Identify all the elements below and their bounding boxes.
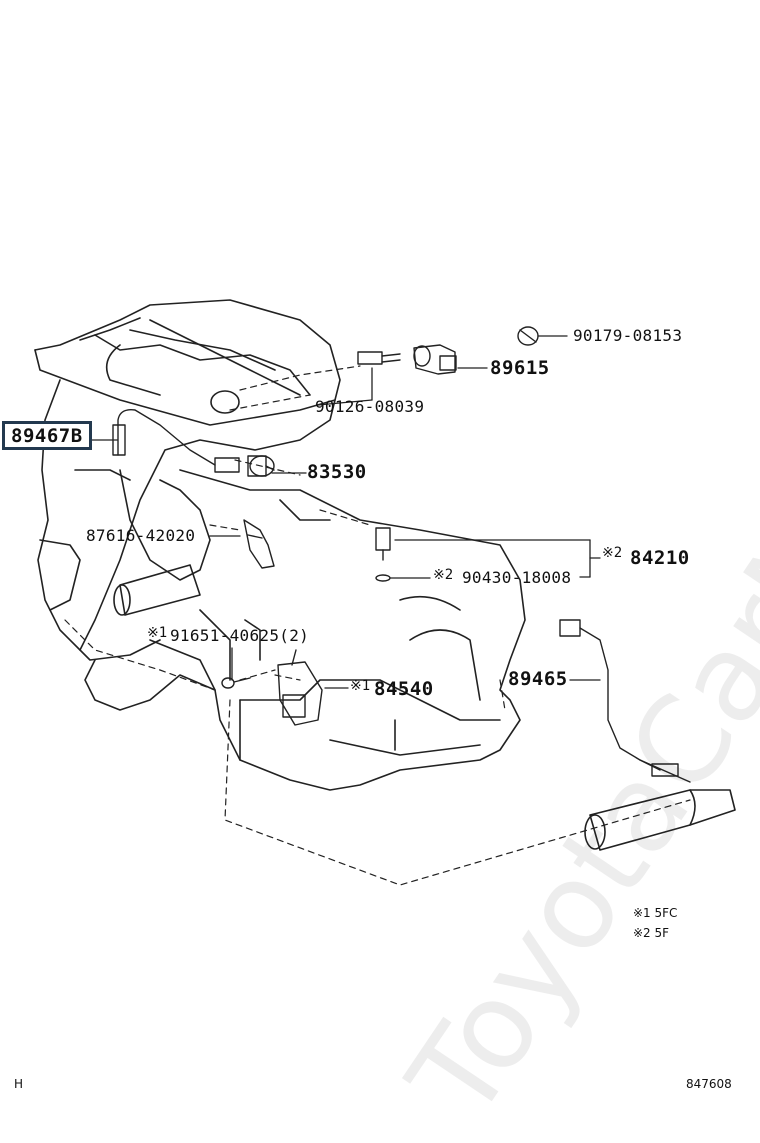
stud-bolt-icon: [357, 351, 401, 365]
bolt-91651-icon: [221, 677, 251, 689]
label-91651-40625[interactable]: 91651-40625(2): [170, 626, 310, 645]
o2-sensor-icon: [559, 619, 691, 783]
label-90126-08039[interactable]: 90126-08039: [315, 397, 425, 416]
label-84210[interactable]: 84210: [630, 547, 690, 569]
nut-90179-icon: [517, 326, 539, 346]
label-89465[interactable]: 89465: [508, 668, 568, 690]
footer-left-code: H: [14, 1077, 24, 1091]
knock-sensor-icon: [413, 344, 457, 375]
label-90179-08153[interactable]: 90179-08153: [573, 326, 683, 345]
oil-pressure-switch-icon: [247, 455, 275, 477]
engine-drawing: [34, 299, 736, 886]
label-90430-18008[interactable]: 90430-18008: [462, 568, 572, 587]
exhaust-pipe: [589, 789, 736, 851]
label-89615[interactable]: 89615: [490, 357, 550, 379]
label-89467b[interactable]: 89467B: [2, 421, 92, 450]
af-sensor-icon: [112, 409, 240, 473]
label-87616-42020[interactable]: 87616-42020: [86, 526, 196, 545]
mark-91651-40625: ※1: [147, 625, 168, 641]
parts-diagram: ToyotaCarMine.ru: [2, 196, 760, 1143]
neutral-switch-icon: [277, 649, 323, 726]
transmission-outline: [84, 469, 526, 791]
footer-illustration-number: 847608: [686, 1077, 732, 1091]
bracket-icon: [243, 519, 275, 569]
label-83530[interactable]: 83530: [307, 461, 367, 483]
mark-84210: ※2: [602, 545, 623, 561]
label-84540[interactable]: 84540: [374, 678, 434, 700]
switch-84210-icon: [375, 527, 391, 582]
legend-note-2: ※2 5F: [633, 926, 670, 940]
legend-note-1: ※1 5FC: [633, 906, 678, 920]
mark-84540: ※1: [350, 678, 371, 694]
mark-90430-18008: ※2: [433, 567, 454, 583]
engine-block-outline: [34, 299, 341, 661]
